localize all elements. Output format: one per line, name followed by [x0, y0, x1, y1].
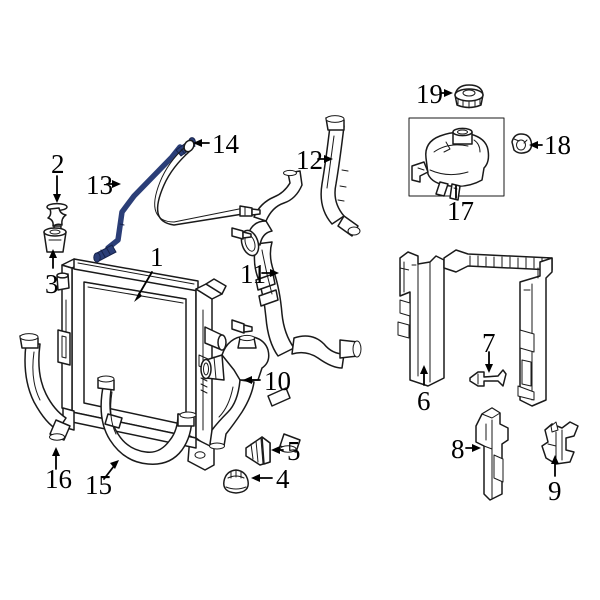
callout-label-15: 15 [85, 470, 112, 500]
callout-label-19: 19 [416, 79, 443, 109]
part-coolant-reservoir [408, 117, 505, 201]
callout-label-17: 17 [447, 196, 474, 226]
part-hose-connector-upper [231, 227, 252, 240]
part-bypass-hose [19, 333, 71, 441]
part-lower-radiator-hose [200, 334, 270, 450]
part-oil-cooler-hose-lower [97, 375, 197, 465]
part-radiator-drain-cap [223, 469, 249, 494]
callout-label-5: 5 [287, 436, 301, 466]
callout-label-16: 16 [45, 464, 72, 494]
part-air-deflector-side [397, 251, 445, 387]
callout-label-1: 1 [150, 242, 164, 272]
part-reservoir-hose [320, 115, 361, 237]
callout-label-13: 13 [86, 170, 113, 200]
part-reservoir-mount-nut [511, 133, 533, 154]
part-oil-cooler-line-secondary [154, 139, 261, 226]
part-air-deflector-bracket-left [475, 407, 509, 501]
callout-label-11: 11 [240, 259, 266, 289]
callout-label-9: 9 [548, 476, 562, 506]
callout-label-10: 10 [264, 366, 291, 396]
part-radiator-plug [245, 436, 271, 466]
callout-label-2: 2 [51, 149, 65, 179]
callout-label-6: 6 [417, 386, 431, 416]
part-reservoir-cap [454, 84, 484, 109]
callout-label-14: 14 [212, 129, 239, 159]
callout-label-3: 3 [45, 269, 59, 299]
callout-label-4: 4 [276, 464, 290, 494]
leader-lines [49, 89, 559, 482]
callout-label-8: 8 [451, 434, 465, 464]
part-upper-support-rail [443, 249, 553, 407]
callout-label-18: 18 [544, 130, 571, 160]
part-radiator-mount-grommet [43, 227, 67, 253]
part-hose-connector-lower [231, 319, 253, 334]
part-upper-radiator-hose [240, 169, 362, 453]
part-air-deflector-bracket-right [541, 421, 579, 465]
callout-label-12: 12 [296, 145, 323, 175]
part-air-deflector-clip [469, 369, 507, 387]
callout-label-7: 7 [482, 328, 496, 358]
